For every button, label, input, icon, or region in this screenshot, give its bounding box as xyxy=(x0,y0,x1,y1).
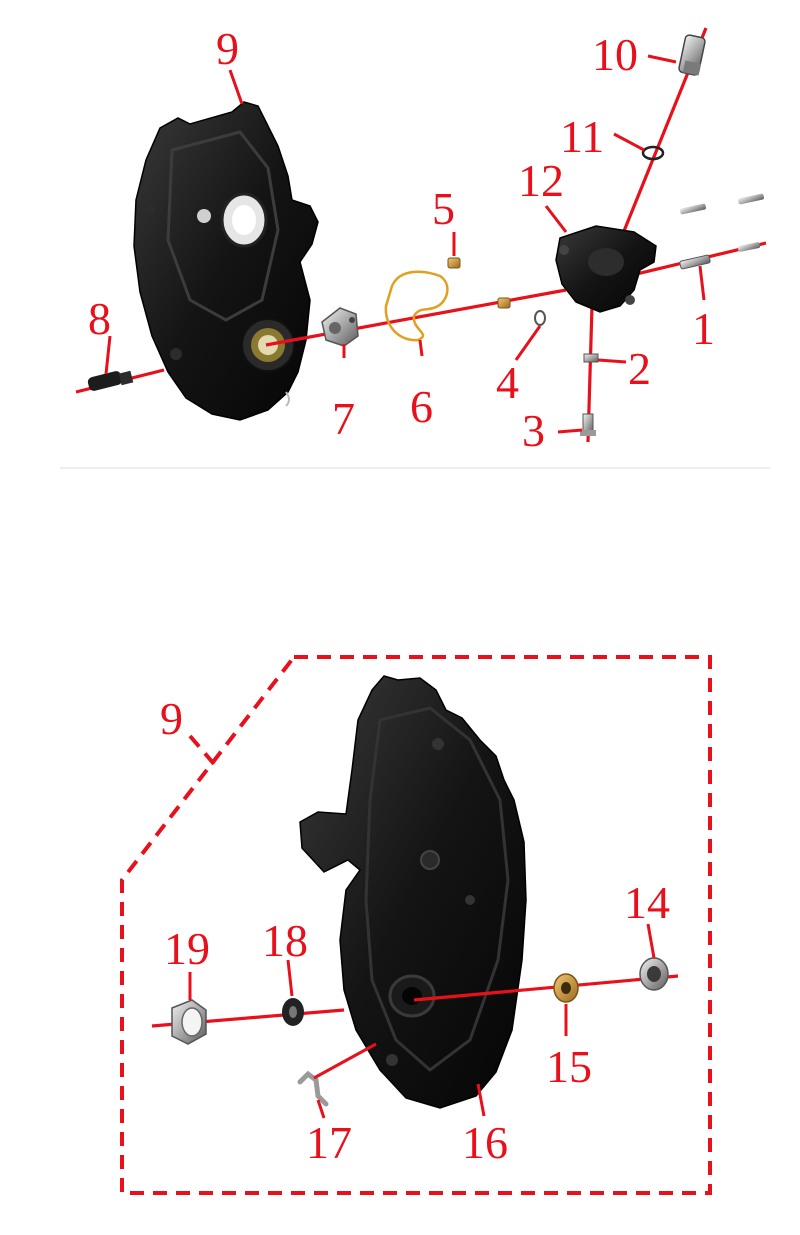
callout-9: 9 xyxy=(216,23,239,74)
bolt-part-8 xyxy=(87,370,134,391)
pipe-part-17 xyxy=(297,1070,329,1107)
oring-part-4 xyxy=(534,310,546,326)
plate-part-7 xyxy=(321,307,359,347)
callout-2: 2 xyxy=(628,343,651,394)
bolt-small-a xyxy=(680,203,706,215)
callout-14: 14 xyxy=(624,877,670,928)
group-boundary-dashed xyxy=(120,655,712,1195)
axis-line-main xyxy=(265,288,567,347)
callout-3: 3 xyxy=(522,405,545,456)
oring-part-11 xyxy=(641,145,665,161)
callout-7: 7 xyxy=(332,393,355,444)
upper-assembly: 1 2 3 4 5 6 7 8 9 10 11 12 xyxy=(75,23,767,456)
group-callout-9: 9 xyxy=(160,693,183,744)
washer-part-18 xyxy=(282,998,304,1026)
bushing-part-15 xyxy=(553,973,579,1003)
bolt-small-b xyxy=(738,193,764,205)
callout-15: 15 xyxy=(546,1041,592,1092)
bearing-part-19 xyxy=(171,999,207,1045)
callout-8: 8 xyxy=(88,293,111,344)
callout-16: 16 xyxy=(462,1117,508,1168)
sensor-part-10 xyxy=(678,34,706,76)
dowel-on-axis xyxy=(497,297,511,309)
pump-housing-part-12 xyxy=(555,225,657,313)
callout-17: 17 xyxy=(306,1117,352,1168)
callout-6: 6 xyxy=(410,381,433,432)
callout-12: 12 xyxy=(518,155,564,206)
drain-bolt-part-3 xyxy=(580,413,596,436)
cover-part-16 xyxy=(299,675,527,1109)
callout-19: 19 xyxy=(164,923,210,974)
bearing-part-14 xyxy=(639,957,669,991)
group-label-leader xyxy=(188,734,216,766)
axis-line-lower-right xyxy=(413,974,679,1002)
callout-18: 18 xyxy=(262,915,308,966)
bolt-small-c xyxy=(737,242,761,252)
lower-assembly: 9 14 15 16 17 18 19 xyxy=(120,655,712,1195)
callout-10: 10 xyxy=(592,29,638,80)
pin-part-1 xyxy=(679,254,711,270)
crankcase-cover-part xyxy=(133,101,319,421)
callout-1: 1 xyxy=(692,303,715,354)
callout-5: 5 xyxy=(432,183,455,234)
gasket-part-6 xyxy=(384,270,449,342)
callout-4: 4 xyxy=(496,357,519,408)
dowel-part-5 xyxy=(447,257,461,269)
sleeve-part-2 xyxy=(583,353,599,363)
callout-11: 11 xyxy=(560,111,604,162)
